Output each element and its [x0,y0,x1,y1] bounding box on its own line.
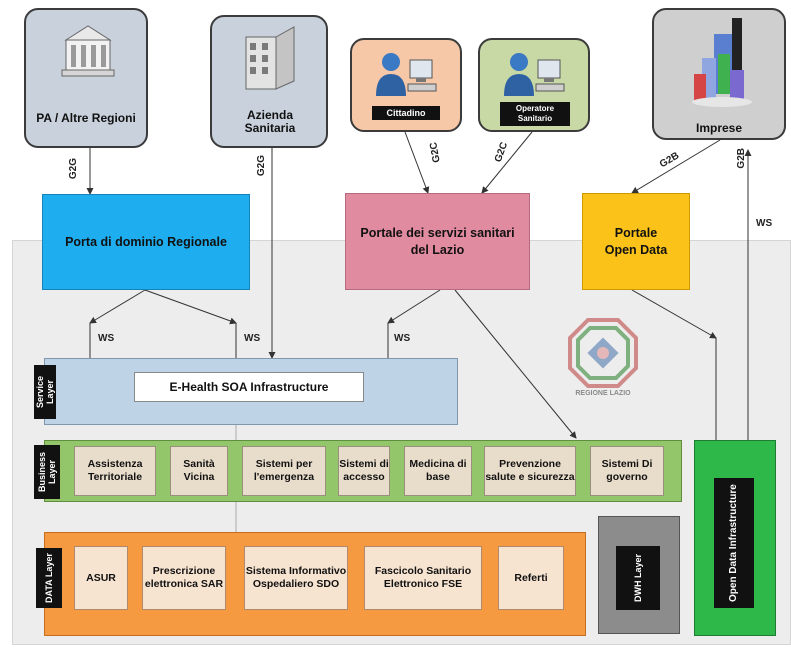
regione-lazio-logo-icon [568,318,638,388]
operator-computer-icon [504,53,565,96]
ws-label-1: WS [98,333,115,344]
porta-dominio-regionale: Porta di dominio Regionale [42,194,250,290]
data-layer-tag: DATA Layer [36,548,62,608]
data-item: Sistema Informativo Ospedaliero SDO [244,546,348,610]
portale-servizi-sanitari: Portale dei servizi sanitari del Lazio [345,193,530,290]
open-data-infrastructure-tag: Open Data Infrastructure [714,478,754,608]
business-layer-tag: Business Layer [34,445,60,499]
pa-label: PA / Altre Regioni [36,111,136,125]
government-building-icon [61,25,115,77]
portale-open-data: Portale Open Data [582,193,690,290]
imprese-actor-box: Imprese [652,8,786,140]
regione-lazio-logo-text: REGIONE LAZIO [575,390,631,397]
azienda-g2g-label: G2G [256,155,267,177]
business-item: Medicina di base [404,446,472,496]
office-building-icon [245,26,295,90]
imprese-ws-label: WS [756,218,773,229]
skyscrapers-icon [692,18,752,107]
pa-actor-box: PA / Altre Regioni [24,8,148,148]
ws-label-2: WS [244,333,261,344]
business-item: Sistemi di accesso [338,446,390,496]
user-computer-icon [376,53,437,96]
operatore-actor-box: Operatore Sanitario [478,38,590,132]
data-item: Fascicolo Sanitario Elettronico FSE [364,546,482,610]
imprese-g2b-right-label: G2B [736,148,747,169]
operatore-label: Operatore Sanitario [500,102,570,126]
data-item: Referti [498,546,564,610]
cittadino-actor-box: Cittadino [350,38,462,132]
business-item: Sistemi per l'emergenza [242,446,326,496]
business-item: Assistenza Territoriale [74,446,156,496]
pa-g2g-label: G2G [68,158,79,180]
business-item: Sistemi Di governo [590,446,664,496]
e-health-soa-infrastructure: E-Health SOA Infrastructure [134,372,364,402]
business-item: Sanità Vicina [170,446,228,496]
data-item: Prescrizione elettronica SAR [142,546,226,610]
azienda-actor-box: Azienda Sanitaria [210,15,328,148]
dwh-layer-tag: DWH Layer [616,546,660,610]
ws-label-3: WS [394,333,411,344]
data-item: ASUR [74,546,128,610]
service-layer-tag: Service Layer [34,365,56,419]
cittadino-label: Cittadino [372,106,440,120]
business-item: Prevenzione salute e sicurezza [484,446,576,496]
azienda-label: Azienda Sanitaria [244,108,296,135]
imprese-label: Imprese [695,121,743,135]
